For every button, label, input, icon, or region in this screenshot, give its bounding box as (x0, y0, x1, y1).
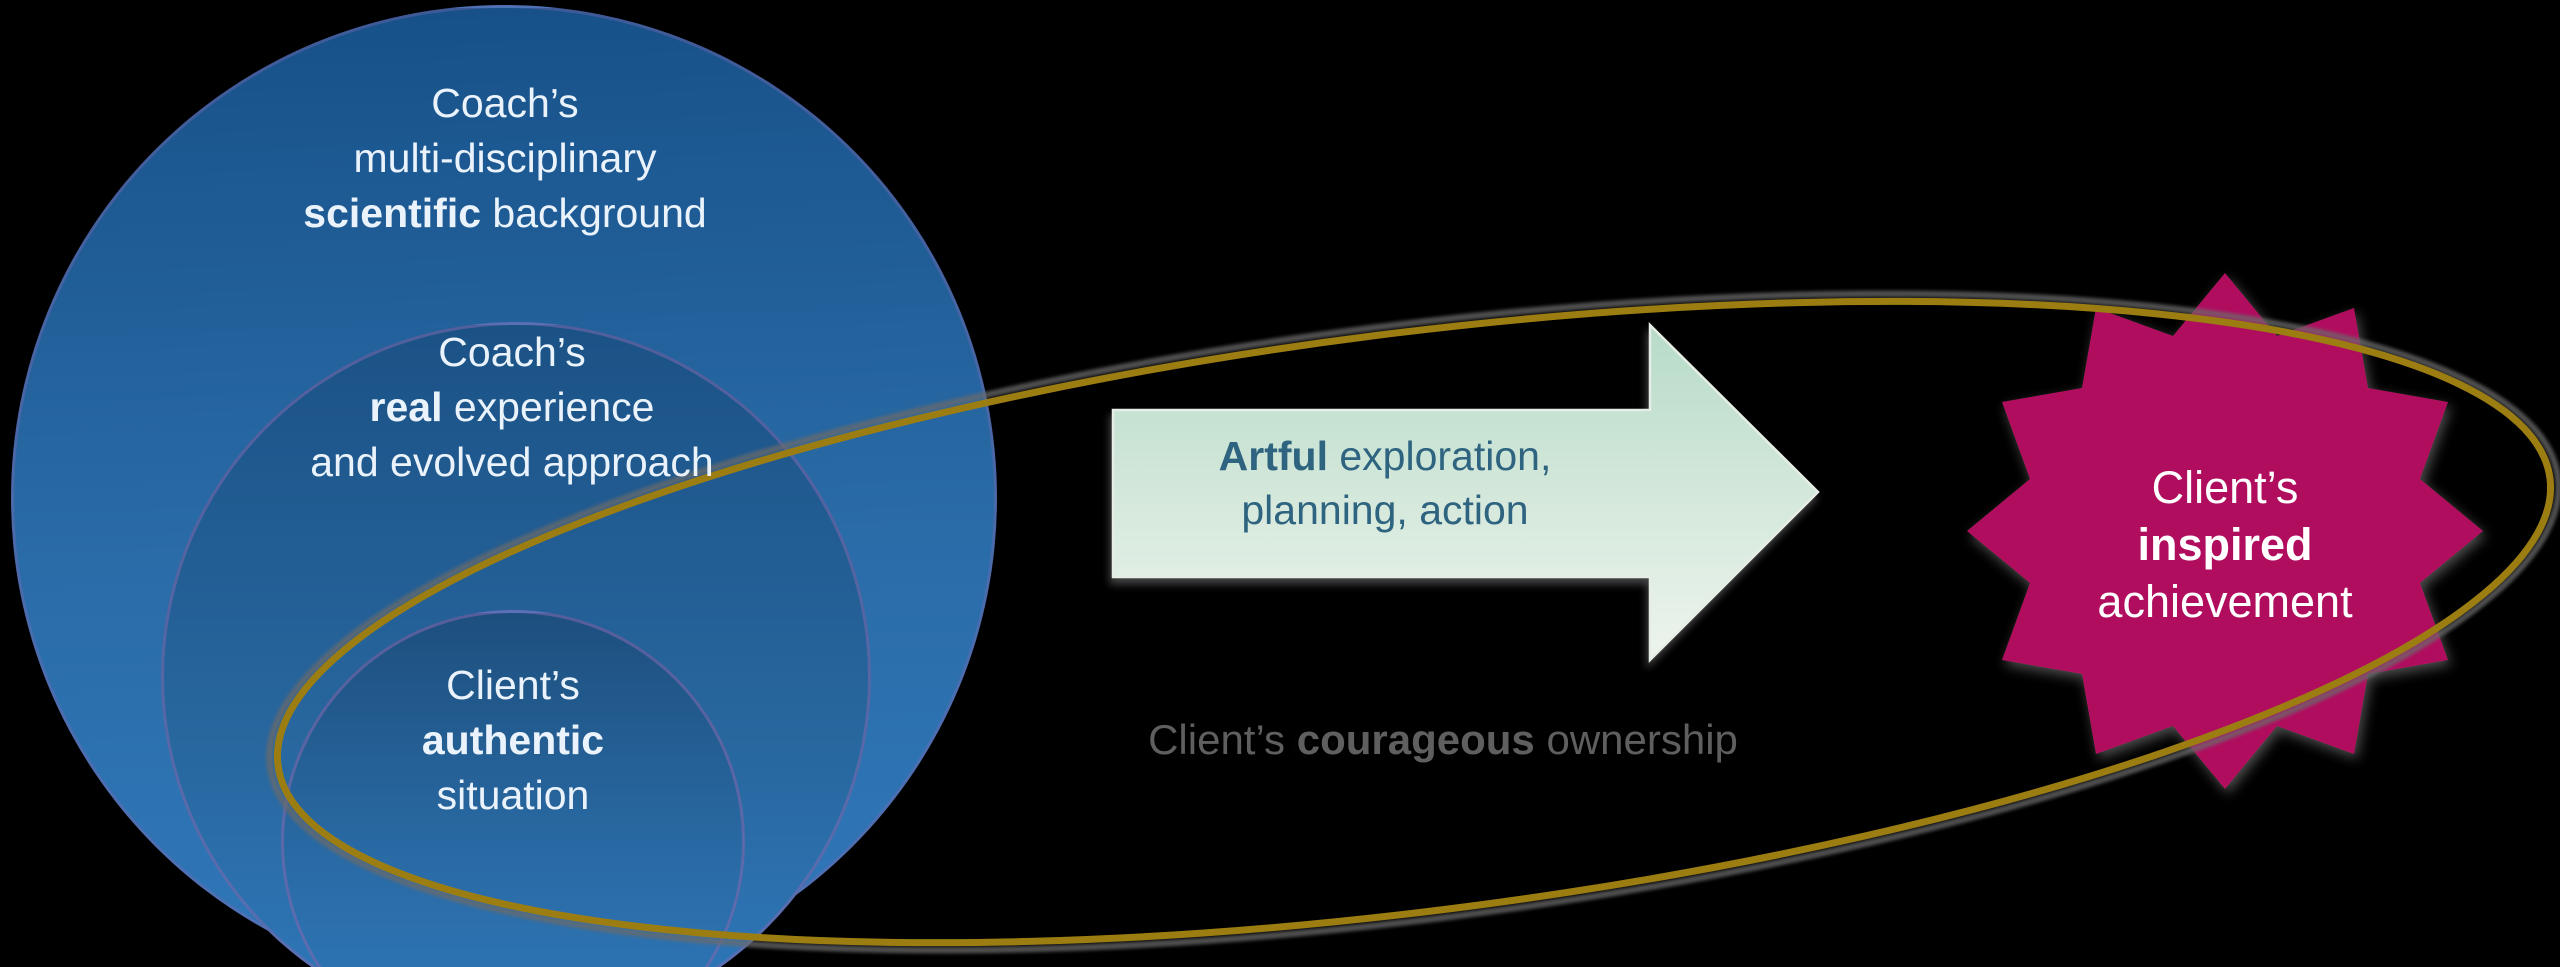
label-middle-line2-bold: real (369, 384, 443, 430)
caption-bold: courageous (1296, 716, 1535, 763)
label-outer-circle: Coach’s multi-disciplinary scientific ba… (303, 76, 706, 241)
process-arrow-shape (1111, 321, 1820, 664)
label-outer-line3-bold: scientific (303, 190, 482, 236)
label-middle-line1: Coach’s (438, 329, 586, 375)
label-arrow: Artful exploration, planning, action (1219, 429, 1552, 537)
label-middle-line3: and evolved approach (310, 439, 714, 485)
label-inner-line3: situation (436, 772, 590, 818)
label-inner-line1: Client’s (446, 662, 580, 708)
label-star-line2-bold: inspired (2137, 519, 2313, 570)
ownership-loop-ellipse (273, 297, 2555, 947)
label-star-line3: achievement (2097, 576, 2353, 627)
label-starburst: Client’s inspired achievement (2097, 459, 2352, 630)
label-arrow-line2: planning, action (1241, 487, 1529, 533)
caption-post: ownership (1534, 716, 1738, 763)
label-middle-line2-rest: experience (442, 384, 655, 430)
label-arrow-line1-bold: Artful (1218, 433, 1328, 479)
label-outer-line2: multi-disciplinary (353, 135, 657, 181)
label-arrow-line1-rest: exploration, (1327, 433, 1552, 479)
ownership-loop-shadow (266, 290, 2560, 954)
caption-pre: Client’s (1148, 716, 1297, 763)
label-inner-line2-bold: authentic (421, 717, 605, 763)
caption-ownership: Client’s courageous ownership (1148, 713, 1738, 767)
label-outer-line1: Coach’s (431, 80, 579, 126)
starburst-shape (1967, 273, 2483, 789)
label-inner-circle: Client’s authentic situation (422, 658, 604, 823)
label-middle-circle: Coach’s real experience and evolved appr… (310, 325, 713, 490)
label-outer-line3-rest: background (481, 190, 707, 236)
label-star-line1: Client’s (2151, 462, 2299, 513)
